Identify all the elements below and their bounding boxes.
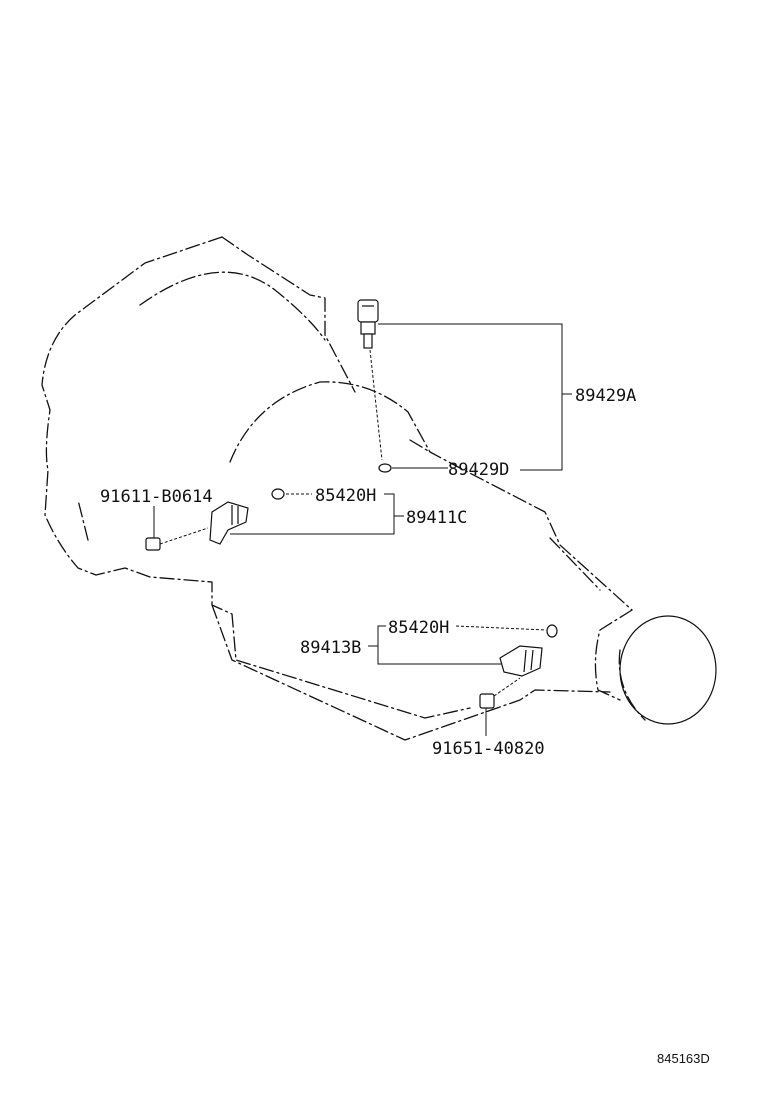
transmission-housing (41, 236, 633, 741)
bolt-lower (479, 677, 521, 709)
pressure-switch (357, 299, 383, 461)
speed-sensor-lower (499, 645, 543, 677)
label-oring-upper: 85420H (315, 486, 376, 506)
label-bolt-lower: 91651-40820 (432, 739, 545, 759)
label-gasket-top: 89429D (448, 460, 509, 480)
output-flange (594, 609, 717, 725)
speed-sensor-upper (209, 501, 249, 545)
label-sensor-assy-top: 89429A (575, 386, 636, 406)
label-oring-lower: 85420H (388, 618, 449, 638)
label-bolt-upper: 91611-B0614 (100, 487, 213, 507)
diagram-code: 845163D (657, 1051, 710, 1066)
leader-lines (153, 323, 572, 736)
bolt-upper (145, 527, 209, 551)
oring-upper (271, 488, 285, 500)
oring-lower (546, 624, 558, 638)
label-speed-sensor-upper: 89411C (406, 508, 467, 528)
label-speed-sensor-lower: 89413B (300, 638, 361, 658)
gasket-top (378, 463, 392, 473)
